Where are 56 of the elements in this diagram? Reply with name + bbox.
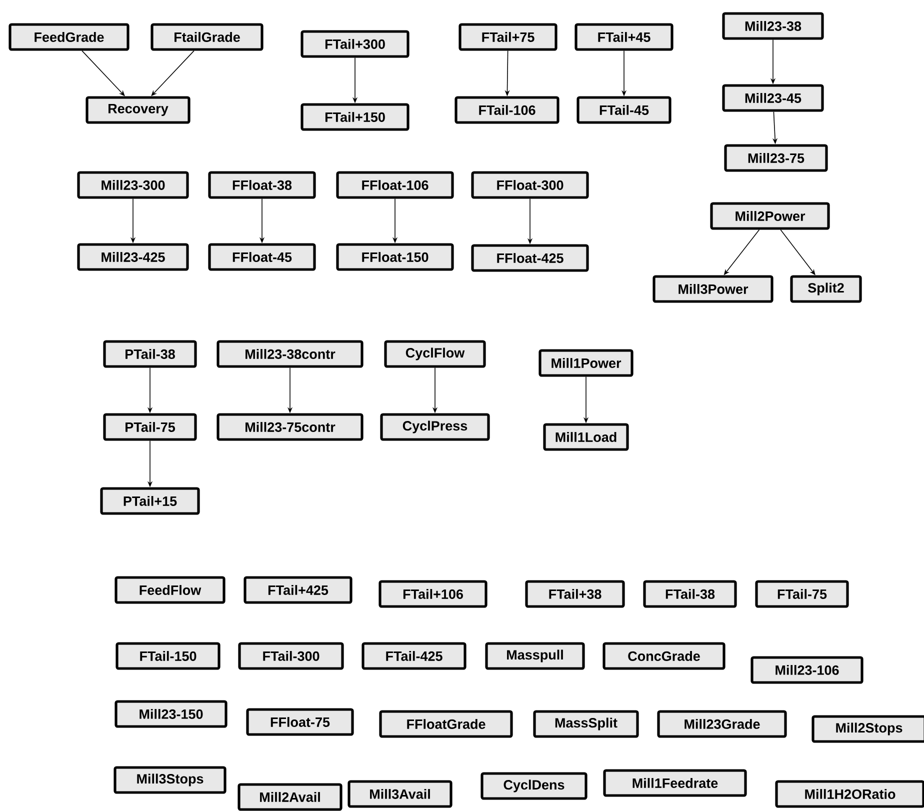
variable-box: Mill3Avail [348,780,452,808]
variable-box: PTail-75 [103,413,197,441]
variable-box: Mill23-75 [724,144,828,172]
variable-box: FTail-106 [454,96,560,124]
variable-box: ConcGrade [602,642,726,670]
variable-box: Mill3Power [652,275,774,303]
variable-box: FTail-150 [116,642,220,670]
variable-box: FFloat-300 [471,171,589,199]
variable-box: FTail-38 [643,580,737,608]
variable-box: MassSplit [533,710,639,738]
variable-box: FTail+38 [525,580,625,608]
variable-box: FFloat-38 [208,171,316,199]
variable-box: Mill23-425 [77,243,189,271]
variable-box: Mill23-45 [722,84,824,112]
variable-box: Mill1Power [538,349,634,377]
variable-box: Mill1Load [543,423,629,451]
variable-box: Mill2Power [710,202,830,230]
variable-box: FTail+75 [458,23,558,51]
variable-box: Mill23-150 [114,700,228,728]
variable-box: Masspull [485,642,585,670]
variable-box: Recovery [86,96,190,124]
variable-box: FTail+150 [300,103,410,131]
variable-box: FTail-300 [238,642,344,670]
variable-box: FFloat-45 [208,243,316,271]
variable-box: FTail-425 [362,642,466,670]
variable-box: Split2 [790,275,862,303]
variable-box: CyclDens [480,772,588,800]
variable-box: CyclFlow [384,340,486,368]
variable-box: FTail-45 [576,96,672,124]
variable-box: FeedFlow [114,576,226,604]
variable-box: Mill23-38contr [216,340,364,368]
variable-box: Mill23Grade [657,710,787,738]
variable-box: Mill1H2ORatio [775,780,924,808]
variable-box: FtailGrade [150,23,264,51]
variable-box: FFloat-106 [336,171,454,199]
variable-box: FFloatGrade [379,710,513,738]
variable-box: Mill2Avail [238,783,342,811]
variable-box: Mill23-106 [750,656,864,684]
variable-box: FTail+106 [378,580,488,608]
variable-box: CyclPress [380,413,490,441]
variable-box: Mill2Stops [812,715,924,743]
variable-box: PTail+15 [100,487,200,515]
variable-box: Mill1Feedrate [603,769,747,797]
variable-box: FTail+300 [300,30,410,58]
variable-box: FeedGrade [8,23,130,51]
variable-box: FFloat-425 [471,244,589,272]
variable-box: Mill23-300 [77,171,189,199]
variable-box: FFloat-150 [336,243,454,271]
variable-box: FFloat-75 [246,708,354,736]
variable-box: Mill3Stops [114,766,226,794]
variable-box: Mill23-38 [722,12,824,40]
variable-box: FTail+425 [244,576,352,604]
variable-box: Mill23-75contr [216,413,364,441]
variable-box: FTail+45 [574,23,674,51]
variable-box: FTail-75 [755,580,849,608]
variable-box: PTail-38 [103,340,197,368]
